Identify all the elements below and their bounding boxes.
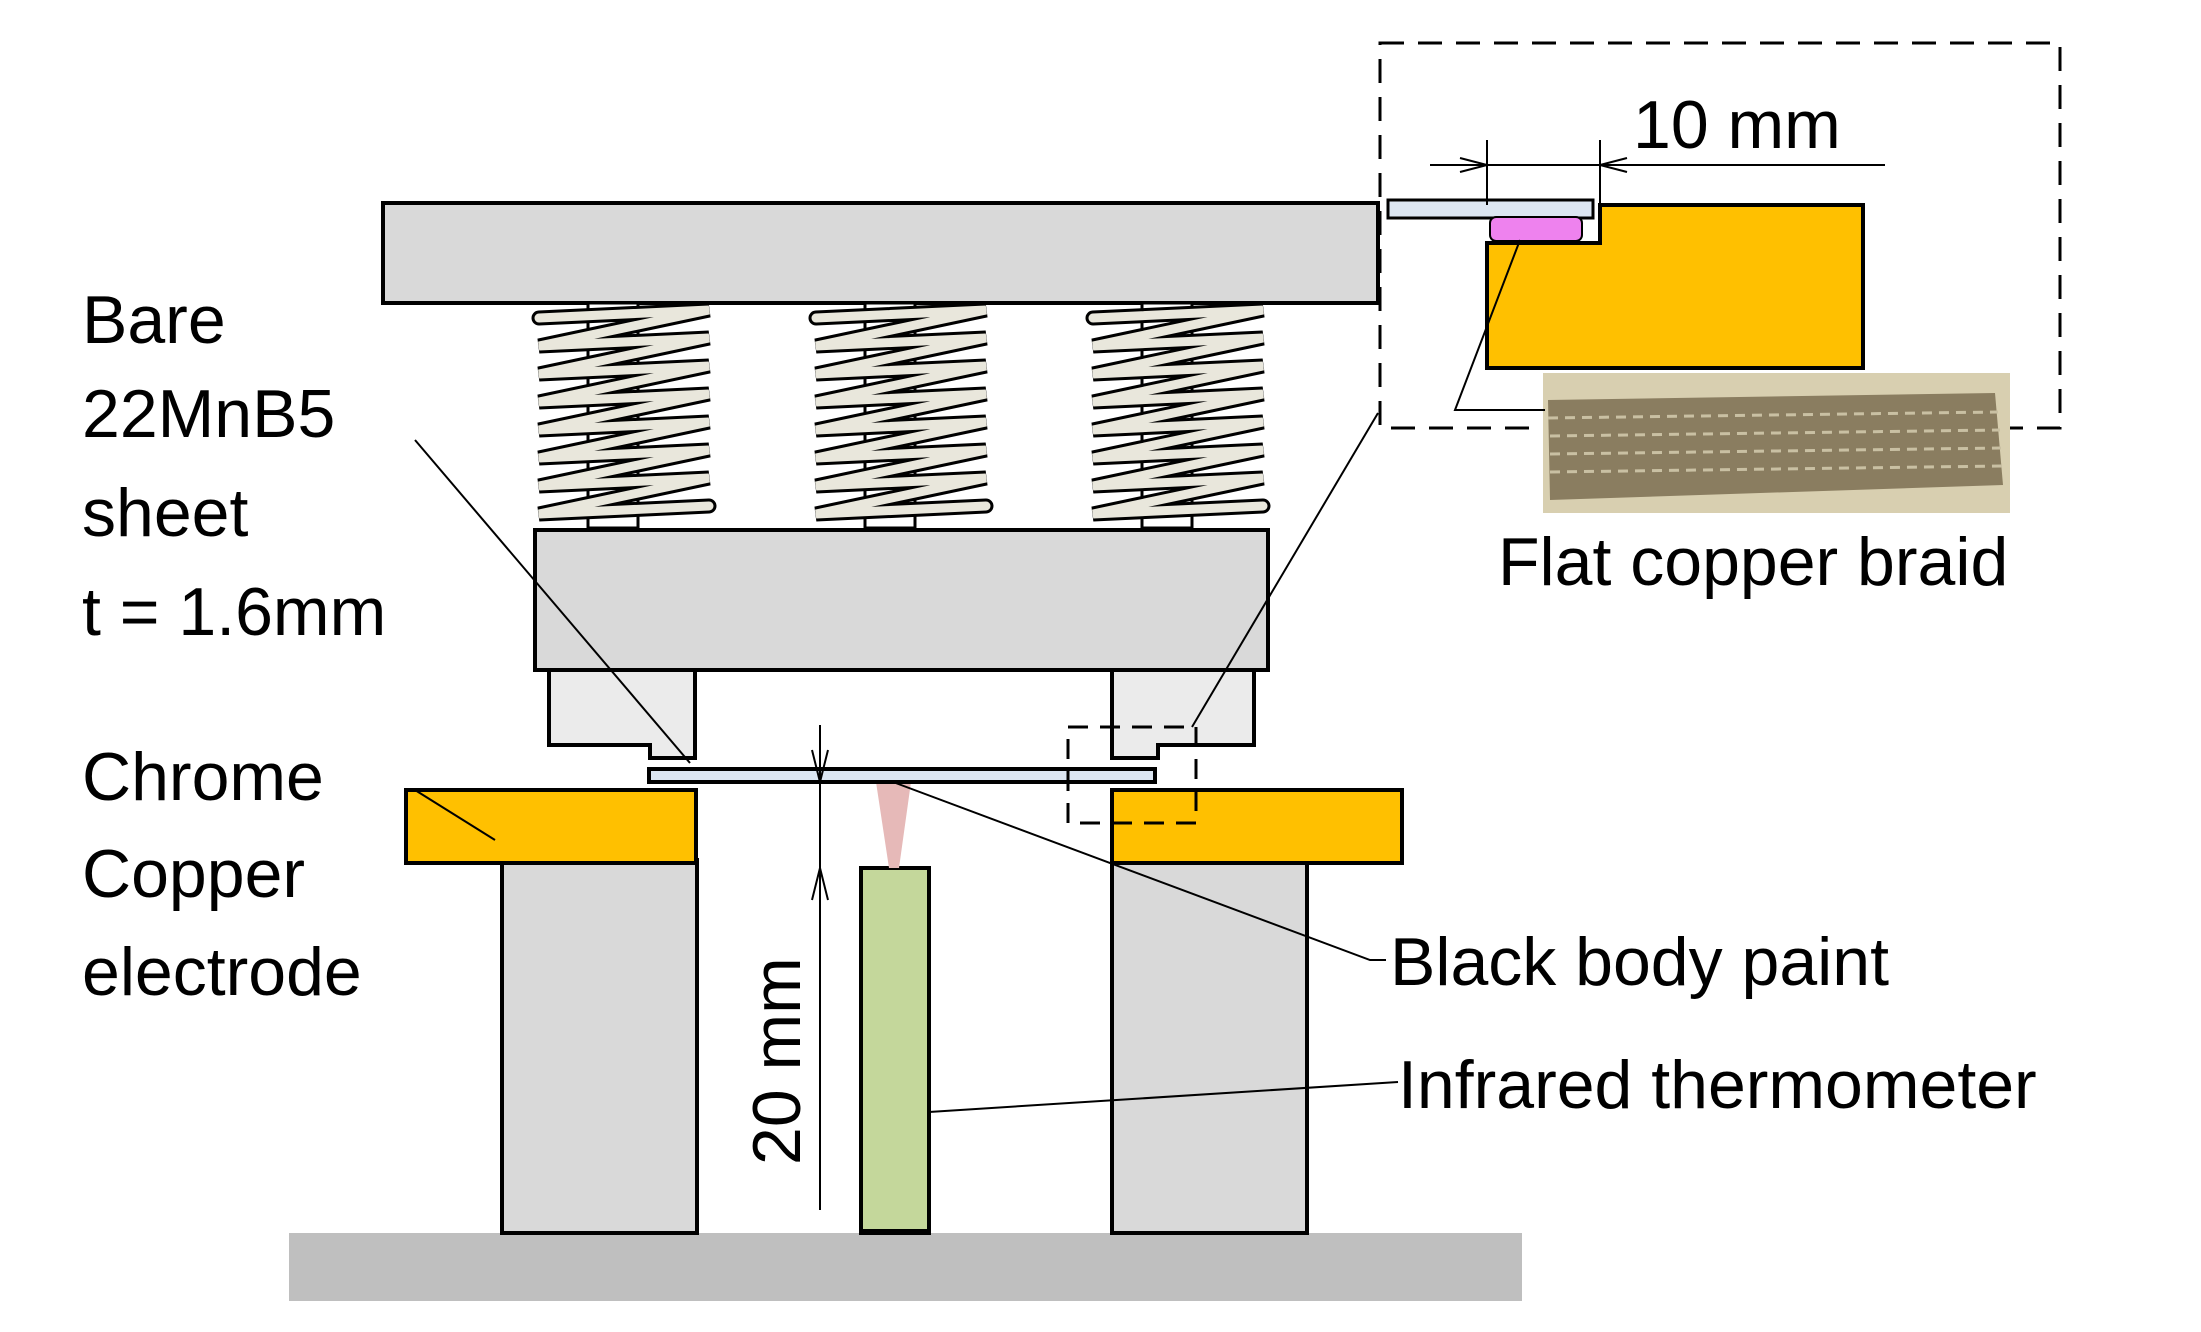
- leader-detail: [1191, 412, 1379, 728]
- sheet-label-line-2: 22MnB5: [82, 376, 335, 452]
- upper-die: [533, 528, 1270, 672]
- base-plate: [289, 1233, 1522, 1301]
- electrode-label-line-3: electrode: [82, 934, 362, 1010]
- leader-electrode: [414, 789, 496, 841]
- upper-plate: [381, 201, 1380, 305]
- right-blank-holder: [1110, 668, 1256, 760]
- infrared-beam: [876, 782, 911, 868]
- dimension-10mm: [1430, 140, 1885, 205]
- braid-cross-section: [1489, 216, 1583, 242]
- spring-middle: [808, 301, 994, 530]
- dimension-20mm-label: 20 mm: [739, 957, 815, 1165]
- spring-left: [531, 301, 717, 530]
- spring-right: [1085, 301, 1271, 530]
- left-electrode: [404, 788, 698, 865]
- leader-braid: [1453, 239, 1545, 411]
- left-lower-support: [500, 858, 699, 1235]
- sheet-label-line-3: sheet: [82, 475, 248, 551]
- electrode-label-line-2: Copper: [82, 836, 305, 912]
- thermometer-base: [859, 1229, 931, 1235]
- dimension-20mm: [811, 725, 829, 1210]
- leader-black-body-paint: [892, 781, 1386, 961]
- detail-marker-box: [1066, 725, 1198, 825]
- leader-infrared-thermometer: [928, 1081, 1399, 1113]
- right-lower-support: [1110, 858, 1309, 1235]
- infrared-thermometer-label: Infrared thermometer: [1398, 1047, 2037, 1123]
- infrared-thermometer-body: [859, 866, 931, 1234]
- inset-electrode: [1485, 203, 1865, 370]
- right-electrode: [1110, 788, 1404, 865]
- leader-sheet: [414, 439, 691, 764]
- electrode-label-line-1: Chrome: [82, 739, 324, 815]
- dimension-10mm-label: 10 mm: [1633, 87, 1841, 163]
- black-body-paint-label: Black body paint: [1390, 924, 1889, 1000]
- flat-copper-braid-label: Flat copper braid: [1498, 524, 2008, 600]
- left-blank-holder: [547, 668, 697, 760]
- flat-copper-braid-photo: [1543, 373, 2010, 513]
- steel-sheet: [647, 767, 1157, 784]
- inset-sheet: [1386, 198, 1595, 220]
- sheet-label-line-4: t = 1.6mm: [82, 574, 386, 650]
- sheet-label-line-1: Bare: [82, 282, 226, 358]
